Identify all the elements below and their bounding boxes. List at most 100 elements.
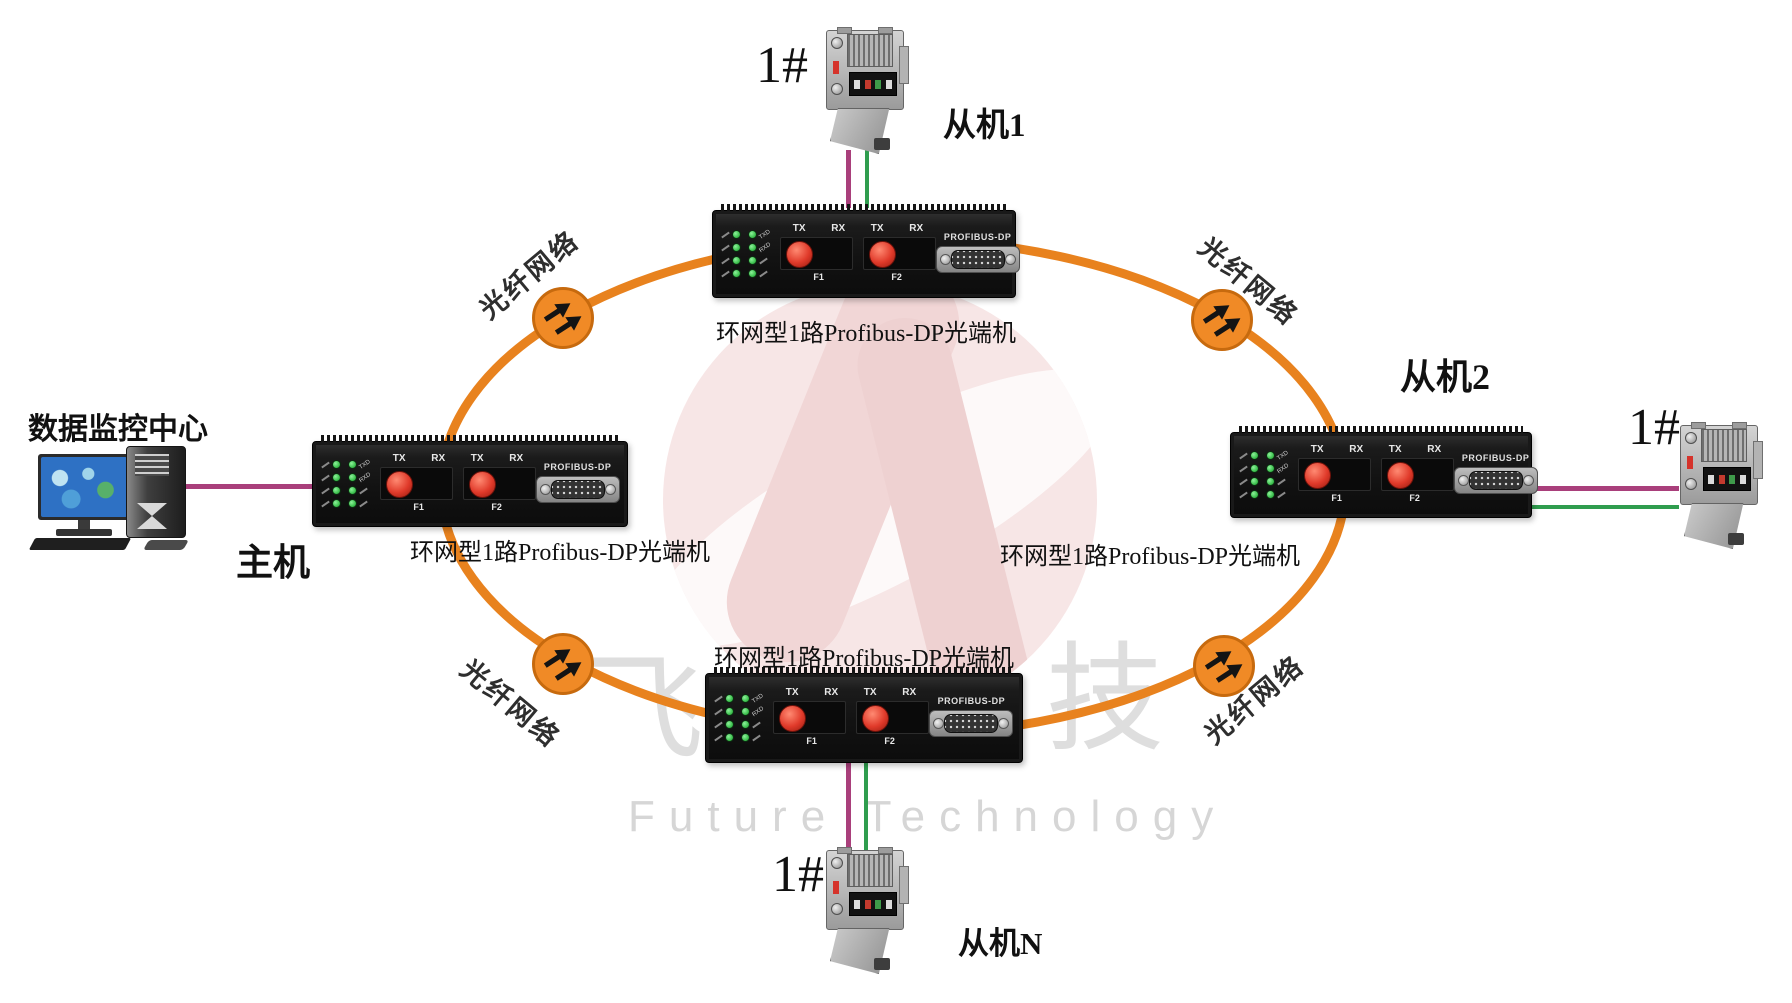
led-tick [1239, 465, 1248, 472]
fiber-direction-icon-top-right [1191, 289, 1253, 351]
led-cell [348, 486, 372, 495]
led-tick [1239, 452, 1248, 459]
status-led [1266, 490, 1275, 499]
f1-label: F1 [1331, 492, 1342, 503]
led-indicator-block: TXD RXD [321, 458, 372, 508]
status-led [348, 486, 357, 495]
plug-tab [878, 847, 893, 854]
rx-label: RX [831, 222, 846, 234]
f2-label: F2 [1409, 492, 1420, 503]
db9-connector [1453, 466, 1538, 494]
txd-led [748, 230, 757, 239]
txd-led [741, 694, 750, 703]
status-led [732, 269, 741, 278]
led-tick [752, 721, 761, 728]
txd-led [348, 460, 357, 469]
f1-label: F1 [806, 735, 817, 746]
plug-tab [837, 27, 852, 34]
fiber-direction-icon-bottom-left [532, 633, 594, 695]
screw-icon [998, 717, 1010, 729]
power-led [732, 243, 741, 252]
power-led [1250, 451, 1259, 460]
fiber-port-f2 [462, 466, 536, 500]
bus-line-magenta-master [172, 484, 314, 489]
heatsink-fins [714, 667, 1014, 674]
led-cell [1266, 490, 1290, 499]
terminal-pin [875, 79, 882, 89]
led-tick [1239, 478, 1248, 485]
tx-label: TX [863, 686, 877, 698]
led-cell [714, 694, 734, 703]
rx-label: RX [1349, 443, 1364, 455]
plug-tab [1691, 422, 1706, 429]
db9-pin-field [1468, 470, 1523, 490]
led-cell [1239, 477, 1259, 486]
optical-converter-left: TXD RXD TX RX TX RX F1 F2 [312, 435, 628, 527]
status-led [725, 720, 734, 729]
device-caption-right: 环网型1路Profibus-DP光端机 [1000, 544, 1301, 570]
led-tick [1277, 478, 1286, 485]
profibus-plug-bottom [822, 847, 909, 974]
plug-tag-top: 1# [756, 37, 808, 94]
db9-connector [929, 709, 1014, 737]
profibus-port-section: PROFIBUS-DP [1453, 453, 1538, 494]
rxd-led-label: RXD [758, 241, 773, 254]
fiber-port-f2 [855, 700, 929, 734]
profibus-plug-top [822, 27, 909, 154]
plug-foot [874, 958, 890, 970]
fc-connector [785, 240, 813, 268]
rx-label: RX [824, 686, 839, 698]
screw-icon [939, 253, 951, 265]
txd-led-label: TXD [358, 458, 372, 471]
led-indicator-block: TXD RXD [721, 229, 773, 278]
led-cell: RXD [348, 471, 372, 484]
tx-label: TX [1310, 443, 1324, 455]
led-cell [1239, 464, 1259, 473]
led-cell [321, 473, 341, 482]
led-cell: TXD [1266, 450, 1290, 461]
double-arrow-icon [543, 649, 582, 681]
fiber-port-f1 [772, 700, 846, 734]
power-led [732, 230, 741, 239]
plug-terminal-window [849, 892, 897, 916]
bus-line-magenta-right [1531, 486, 1679, 491]
monitoring-pc [28, 446, 228, 556]
plug-red-indicator [1687, 456, 1693, 469]
screw-icon [831, 83, 843, 95]
screw-icon [1004, 253, 1016, 265]
screw-icon [1457, 474, 1469, 486]
led-cell [714, 707, 734, 716]
slave1-label: 从机1 [943, 108, 1026, 144]
profibus-port-section: PROFIBUS-DP [935, 232, 1020, 273]
led-cell [721, 256, 741, 265]
fc-connector [1303, 461, 1331, 489]
rxd-led [1266, 464, 1275, 473]
power-led [332, 460, 341, 469]
device-caption-top: 环网型1路Profibus-DP光端机 [716, 321, 1017, 347]
plug-red-indicator [833, 881, 839, 894]
terminal-pin [1729, 474, 1736, 484]
power-led [725, 707, 734, 716]
plug-foot [1728, 533, 1744, 545]
led-tick [714, 708, 723, 715]
device-caption-bottom: 环网型1路Profibus-DP光端机 [714, 646, 1015, 672]
rx-label: RX [509, 452, 524, 464]
status-led [732, 256, 741, 265]
tx-label: TX [792, 222, 806, 234]
monitor-base [56, 529, 112, 536]
screw-icon [1685, 432, 1697, 444]
bus-line-green-bottom [864, 763, 868, 851]
status-led [748, 256, 757, 265]
screw-icon [933, 717, 945, 729]
led-tick [321, 474, 330, 481]
fiber-port-f1 [379, 466, 453, 500]
plug-ridges [847, 34, 893, 67]
led-cell [741, 733, 765, 742]
led-cell [721, 243, 741, 252]
db9-pin-field [950, 249, 1005, 269]
f1-label: F1 [413, 501, 424, 512]
status-led [725, 733, 734, 742]
optical-converter-top: TXD RXD TX RX TX RX F1 F2 [712, 204, 1020, 298]
fiber-port-section: TX RX TX RX F1 F2 [379, 452, 536, 512]
led-tick [714, 721, 723, 728]
